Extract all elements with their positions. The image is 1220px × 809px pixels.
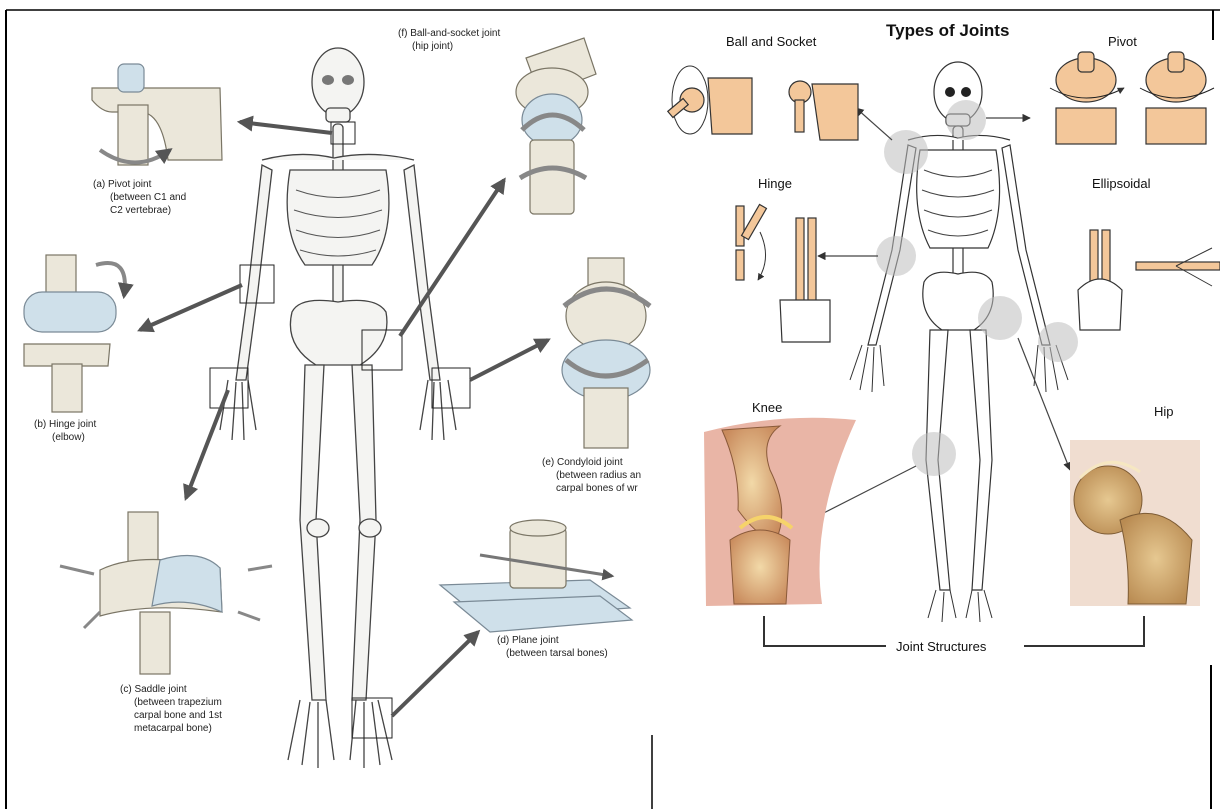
svg-text:C2 vertebrae): C2 vertebrae)	[110, 205, 171, 216]
svg-text:(c) Saddle joint: (c) Saddle joint	[120, 684, 187, 695]
svg-text:(elbow): (elbow)	[52, 432, 85, 443]
svg-text:(a) Pivot joint: (a) Pivot joint	[93, 179, 152, 190]
svg-text:(between trapezium: (between trapezium	[134, 697, 222, 708]
pivot-joint-model	[92, 64, 222, 165]
saddle-joint-label-1: (c) Saddle joint	[120, 684, 187, 695]
hinge-label: Hinge	[758, 176, 792, 191]
svg-text:(e) Condyloid joint: (e) Condyloid joint	[542, 457, 623, 468]
ellipsoidal-label: Ellipsoidal	[1092, 176, 1151, 191]
hip-label: Hip	[1154, 404, 1174, 419]
ball-socket-joint-label-2: (hip joint)	[412, 41, 453, 52]
saddle-joint-label-4: metacarpal bone)	[134, 723, 212, 734]
svg-text:carpal bones of wr: carpal bones of wr	[556, 483, 638, 494]
pivot-label: Pivot	[1108, 34, 1137, 49]
ball-and-socket-label: Ball and Socket	[726, 34, 817, 49]
plane-joint-label-2: (between tarsal bones)	[506, 648, 608, 659]
svg-text:(between radius an: (between radius an	[556, 470, 641, 481]
svg-text:metacarpal bone): metacarpal bone)	[134, 723, 212, 734]
saddle-joint-label-2: (between trapezium	[134, 697, 222, 708]
saddle-joint-model	[60, 512, 272, 674]
hinge-joint-label-2: (elbow)	[52, 432, 85, 443]
svg-text:(between tarsal bones): (between tarsal bones)	[506, 648, 608, 659]
joint-structures-label: Joint Structures	[896, 639, 987, 654]
svg-text:(d) Plane joint: (d) Plane joint	[497, 635, 559, 646]
pivot-models	[1050, 52, 1214, 144]
plane-joint-model	[440, 520, 632, 632]
ball-and-socket-models	[668, 66, 858, 140]
condyloid-joint-label-2: (between radius an	[556, 470, 641, 481]
ellipsoidal-models	[1078, 230, 1220, 330]
knee-label: Knee	[752, 400, 782, 415]
hinge-models	[736, 204, 830, 342]
pivot-joint-label-2: (between C1 and	[110, 192, 186, 203]
hinge-joint-label-1: (b) Hinge joint	[34, 419, 96, 430]
svg-text:carpal bone and 1st: carpal bone and 1st	[134, 710, 222, 721]
knee-illustration	[704, 418, 856, 606]
condyloid-joint-label-1: (e) Condyloid joint	[542, 457, 623, 468]
pivot-joint-label-3: C2 vertebrae)	[110, 205, 171, 216]
saddle-joint-label-3: carpal bone and 1st	[134, 710, 222, 721]
pivot-joint-label-1: (a) Pivot joint	[93, 179, 152, 190]
types-of-joints-title: Types of Joints	[886, 21, 1009, 40]
right-skeleton	[850, 62, 1078, 622]
condyloid-joint-label-3: carpal bones of wr	[556, 483, 638, 494]
svg-text:(hip joint): (hip joint)	[412, 41, 453, 52]
left-skeleton	[210, 48, 470, 768]
ball-socket-joint-label-1: (f) Ball-and-socket joint	[398, 28, 500, 39]
svg-text:(between C1 and: (between C1 and	[110, 192, 186, 203]
hip-illustration	[1070, 440, 1200, 606]
svg-text:(b) Hinge joint: (b) Hinge joint	[34, 419, 96, 430]
svg-text:(f) Ball-and-socket joint: (f) Ball-and-socket joint	[398, 28, 500, 39]
condyloid-joint-model	[562, 258, 650, 448]
hinge-joint-model	[24, 255, 125, 412]
ball-socket-joint-model	[516, 38, 596, 214]
plane-joint-label-1: (d) Plane joint	[497, 635, 559, 646]
